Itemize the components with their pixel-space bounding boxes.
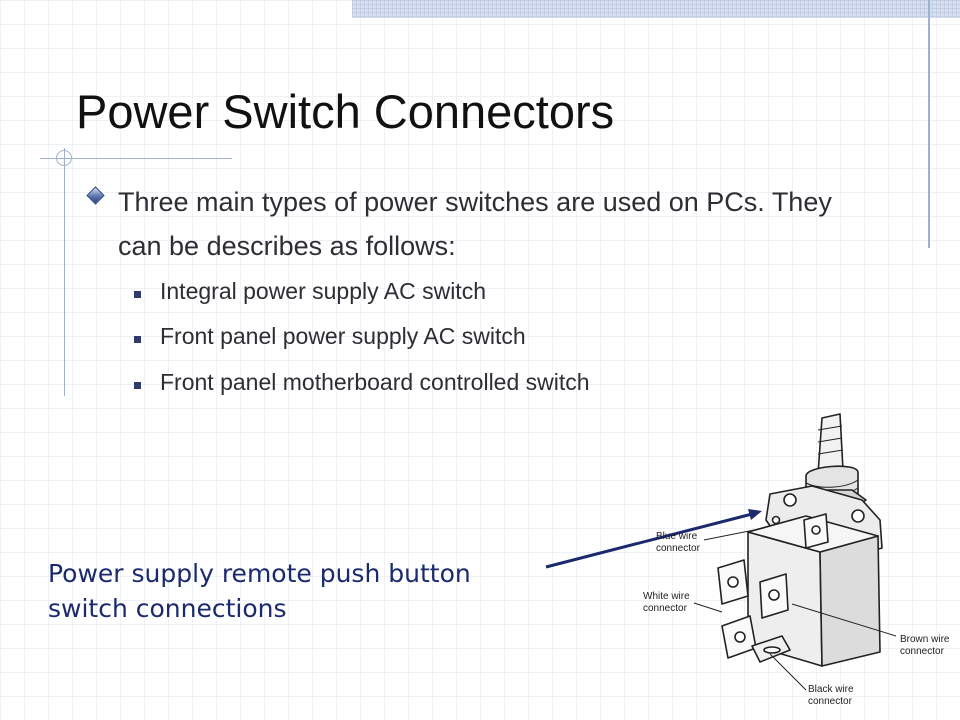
caption-pointer-arrowhead bbox=[748, 509, 762, 520]
square-bullet-icon bbox=[134, 291, 141, 298]
caption-line-1: Power supply remote push button bbox=[48, 559, 471, 588]
template-vertical-rule bbox=[64, 148, 65, 396]
black-wire-label-line1: Black wire bbox=[808, 684, 854, 695]
template-horizontal-rule bbox=[40, 158, 232, 159]
black-label-leader bbox=[769, 653, 807, 691]
switch-body-side bbox=[819, 535, 881, 667]
template-top-band bbox=[352, 0, 960, 18]
white-wire-label-line2: connector bbox=[643, 603, 688, 614]
main-bullet-text: Three main types of power switches are u… bbox=[118, 187, 832, 261]
sub-bullet-1: Integral power supply AC switch bbox=[160, 278, 486, 304]
sub-bullet-2: Front panel power supply AC switch bbox=[160, 323, 526, 349]
slide-title: Power Switch Connectors bbox=[76, 85, 615, 138]
mount-hole bbox=[783, 493, 797, 507]
brown-wire-label-line2: connector bbox=[900, 646, 945, 657]
brown-label-leader bbox=[791, 603, 897, 637]
square-bullet-icon bbox=[134, 336, 141, 343]
caption-pointer-line bbox=[545, 511, 757, 569]
blue-wire-label-line2: connector bbox=[656, 543, 701, 554]
square-bullet-icon bbox=[134, 382, 141, 389]
blue-wire-label-line1: Blue wire bbox=[656, 531, 698, 542]
brown-wire-label-line1: Brown wire bbox=[900, 634, 950, 645]
black-wire-label-line2: connector bbox=[808, 696, 853, 707]
figure-caption: Power supply remote push button switch c… bbox=[48, 556, 548, 626]
blue-label-leader bbox=[703, 527, 765, 541]
caption-line-2: switch connections bbox=[48, 594, 287, 623]
white-wire-label-line1: White wire bbox=[643, 591, 690, 602]
mount-hole bbox=[851, 509, 865, 523]
white-label-leader bbox=[693, 602, 723, 613]
plunger-button bbox=[817, 413, 844, 475]
template-ring-ornament bbox=[56, 150, 72, 166]
template-right-rule bbox=[928, 0, 930, 248]
sub-bullet-3: Front panel motherboard controlled switc… bbox=[160, 369, 590, 395]
